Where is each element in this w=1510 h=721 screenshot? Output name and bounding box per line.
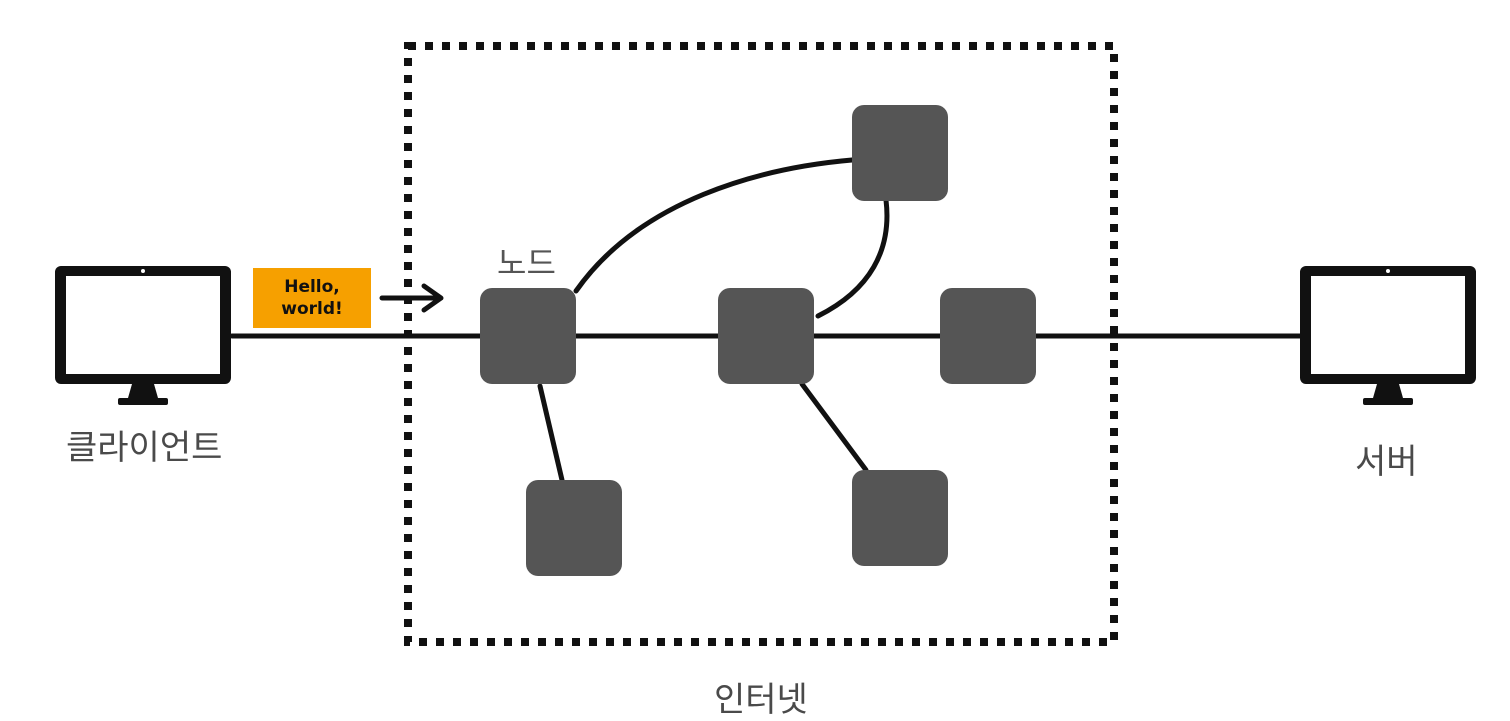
server-label: 서버 bbox=[1355, 442, 1418, 482]
node-label: 노드 bbox=[497, 244, 556, 282]
message-packet: Hello, world! bbox=[253, 268, 371, 328]
node-6 bbox=[852, 470, 948, 566]
wire-node1-to-node2 bbox=[573, 157, 855, 294]
message-line-2: world! bbox=[281, 299, 343, 319]
node-5 bbox=[526, 480, 622, 576]
message-arrow bbox=[379, 283, 444, 313]
client-label: 클라이언트 bbox=[66, 428, 223, 468]
client-monitor-icon bbox=[55, 266, 231, 405]
message-line-1: Hello, bbox=[284, 277, 340, 297]
connections bbox=[229, 157, 1305, 483]
nodes bbox=[480, 105, 1036, 576]
internet-label: 인터넷 bbox=[714, 680, 808, 720]
node-4 bbox=[940, 288, 1036, 384]
internet-boundary bbox=[404, 42, 1118, 646]
wire-node1-to-node5 bbox=[537, 383, 565, 483]
node-3 bbox=[718, 288, 814, 384]
node-1 bbox=[480, 288, 576, 384]
node-2 bbox=[852, 105, 948, 201]
wire-node3-to-node6 bbox=[799, 381, 869, 473]
server-monitor-icon bbox=[1300, 266, 1476, 405]
wire-node2-to-node3 bbox=[815, 197, 890, 319]
